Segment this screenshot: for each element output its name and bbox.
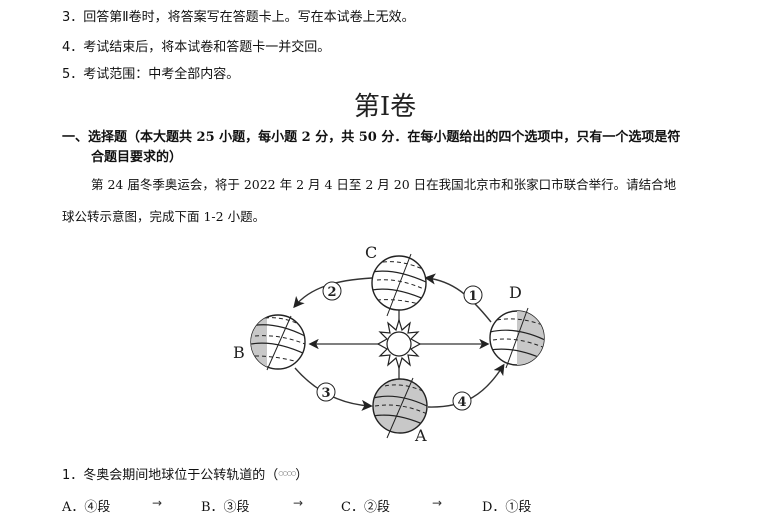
label-d: D [509,283,522,302]
label-b: B [233,343,245,362]
segment-marker-4: 4 [452,391,472,411]
earth-globe-c [371,253,427,317]
option-a[interactable]: A．④段 [62,500,111,515]
passage-line1: 第 24 届冬季奥运会，将于 2022 年 2 月 4 日至 2 月 20 日在… [91,177,677,192]
label-a: A [414,426,427,445]
instruction-number: 3． [62,10,84,25]
instruction-3: 3．回答第Ⅱ卷时，将答案写在答题卡上。写在本试卷上无效。 [62,6,415,25]
question-1: 1．冬奥会期间地球位于公转轨道的（○○○○） [62,468,309,483]
question-text: 冬奥会期间地球位于公转轨道的（ [83,468,279,483]
svg-text:2: 2 [327,285,336,300]
instruction-text: 考试范围：中考全部内容。 [83,67,240,82]
earth-globe-a [372,377,428,439]
answer-blank: ○○○○ [278,470,296,477]
svg-text:1: 1 [468,289,477,304]
section-title: 第Ⅰ卷 [353,92,417,122]
section-heading-line2: 合题目要求的） [91,150,183,165]
svg-text:3: 3 [321,386,330,401]
instruction-text: 回答第Ⅱ卷时，将答案写在答题卡上。写在本试卷上无效。 [83,10,415,25]
label-c: C [365,243,377,262]
segment-marker-2: 2 [322,281,342,301]
option-d[interactable]: D．①段 [482,500,532,515]
sun-icon [376,317,422,371]
passage-line2: 球公转示意图，完成下面 1-2 小题。 [62,209,266,224]
arrow-icon: → [432,496,443,510]
option-b[interactable]: B．③段 [201,500,250,515]
svg-text:4: 4 [457,395,466,410]
instruction-number: 5． [62,67,84,82]
instruction-4: 4．考试结束后，将本试卷和答题卡一并交回。 [62,36,330,55]
instruction-5: 5．考试范围：中考全部内容。 [62,63,239,82]
arrow-icon: → [293,496,304,510]
earth-globe-d [489,307,545,369]
instruction-text: 考试结束后，将本试卷和答题卡一并交回。 [83,40,331,55]
earth-revolution-diagram: A B C D 1 2 3 4 [233,243,545,445]
segment-marker-1: 1 [463,285,483,305]
earth-globe-b [250,314,306,371]
question-number: 1． [62,468,84,483]
arrow-icon: → [152,496,163,510]
option-c[interactable]: C．②段 [341,500,390,515]
segment-marker-3: 3 [316,382,336,402]
instruction-number: 4． [62,40,84,55]
section-heading-line1: 一、选择题（本大题共 25 小题，每小题 2 分，共 50 分．在每小题给出的四… [62,130,681,145]
